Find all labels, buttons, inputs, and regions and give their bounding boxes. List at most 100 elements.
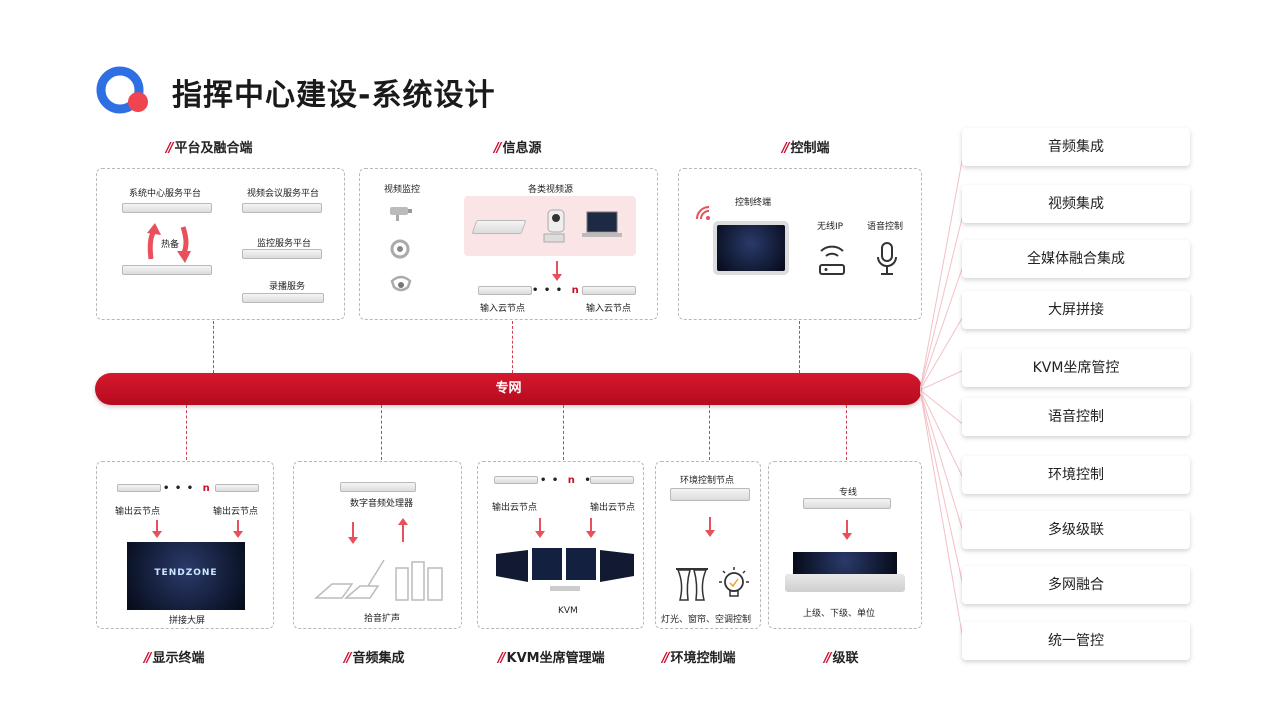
source-arrow-down	[552, 261, 562, 281]
feature-multi-level-cascade: 多级级联	[962, 511, 1190, 549]
input-node-left-label: 输入云节点	[480, 304, 526, 314]
server-device	[242, 203, 322, 213]
tiled-screen-caption: 拼接大屏	[169, 616, 206, 626]
output-node-device	[215, 484, 259, 492]
cctv-camera-icon	[390, 207, 412, 221]
dome-camera-icon	[390, 275, 412, 292]
display-box: • • • n • • • 输出云节点 输出云节点 TENDZONE 拼接大屏	[96, 461, 274, 629]
feature-all-media-integration: 全媒体融合集成	[962, 240, 1190, 278]
display-arrow-down	[233, 520, 243, 538]
audio-caption: 拾音扩声	[364, 614, 401, 624]
wifi-signal-icon	[696, 206, 710, 220]
video-sources-label: 各类视频源	[528, 185, 574, 195]
env-box: 环境控制节点 灯光、窗帘、空调控制	[655, 461, 761, 629]
dedicated-line-label: 专线	[839, 488, 858, 498]
voice-control-label: 语音控制	[867, 222, 904, 232]
section-label-kvm: //KVM坐席管理端	[498, 651, 605, 666]
platform-box: 系统中心服务平台 视频会议服务平台 热备 监控服务平台 录播服务	[96, 168, 345, 320]
video-monitor-label: 视频监控	[384, 185, 421, 195]
output-node-device	[117, 484, 161, 492]
control-terminal-label: 控制终端	[735, 198, 772, 208]
system-center-label: 系统中心服务平台	[129, 189, 202, 199]
env-arrow-down	[705, 517, 715, 537]
feature-video-wall: 大屏拼接	[962, 291, 1190, 329]
ptz-camera-icon	[543, 209, 565, 243]
server-device	[122, 203, 212, 213]
media-box-device	[471, 220, 527, 234]
display-arrow-down	[152, 520, 162, 538]
audio-processor-label: 数字音频处理器	[350, 499, 414, 509]
brand-logo-icon	[96, 66, 148, 114]
microphone-icon	[877, 242, 897, 275]
kvm-node-right-label: 输出云节点	[590, 503, 636, 513]
connector-line	[563, 405, 564, 460]
fan-connector	[920, 149, 964, 646]
env-node-label: 环境控制节点	[680, 476, 735, 486]
section-label-control: //控制端	[782, 141, 830, 156]
output-node-device	[494, 476, 538, 484]
router-icon	[819, 245, 845, 275]
input-node-device	[478, 286, 532, 295]
recorder-device	[242, 293, 324, 303]
kvm-console-icon	[496, 548, 634, 591]
connector-line	[213, 321, 214, 373]
input-node-device	[582, 286, 636, 295]
section-label-audio: //音频集成	[344, 651, 405, 666]
output-node-left-label: 输出云节点	[115, 507, 161, 517]
feature-multi-network: 多网融合	[962, 566, 1190, 604]
kvm-node-left-label: 输出云节点	[492, 503, 538, 513]
kvm-box: • • n • • 输出云节点 输出云节点 KVM	[477, 461, 644, 629]
light-bulb-icon	[719, 567, 749, 597]
feature-video-integration: 视频集成	[962, 185, 1190, 223]
connector-line	[799, 321, 800, 373]
connector-line	[846, 405, 847, 460]
feature-voice-control: 语音控制	[962, 398, 1190, 436]
input-node-right-label: 输入云节点	[586, 304, 632, 314]
recording-label: 录播服务	[269, 282, 306, 292]
video-sources-panel	[464, 196, 636, 256]
connector-line	[709, 405, 710, 460]
mic-speaker-icon	[314, 559, 443, 601]
page-title: 指挥中心建设-系统设计	[172, 78, 496, 113]
tiled-screen: TENDZONE	[127, 542, 245, 610]
control-box: 控制终端 无线IP 语音控制	[678, 168, 922, 320]
section-label-cascade: //级联	[824, 651, 859, 666]
laptop-icon	[582, 211, 622, 237]
hot-backup-label: 热备	[161, 240, 180, 250]
dedicated-line-device	[803, 498, 891, 509]
command-hall-desks	[785, 574, 905, 592]
connector-line	[512, 321, 513, 373]
video-conf-label: 视频会议服务平台	[247, 189, 320, 199]
env-node-device	[670, 488, 750, 501]
command-hall-screen	[793, 552, 897, 574]
curtain-icon	[676, 568, 708, 601]
server-device	[242, 249, 322, 259]
tablet-device	[713, 221, 789, 275]
audio-processor-device	[340, 482, 416, 492]
output-node-right-label: 输出云节点	[213, 507, 259, 517]
section-label-env: //环境控制端	[662, 651, 736, 666]
private-network-bar: 专网	[95, 373, 922, 405]
output-node-device	[590, 476, 634, 484]
hot-backup-arrows-icon	[147, 223, 191, 263]
connector-line	[381, 405, 382, 460]
env-caption: 灯光、窗帘、空调控制	[661, 615, 752, 625]
section-label-platform: //平台及融合端	[166, 141, 253, 156]
connector-line	[186, 405, 187, 460]
audio-arrow-up	[398, 518, 408, 542]
source-box: 视频监控 各类视频源 • • • n • • • 输入云节点 输入云节点	[359, 168, 658, 320]
kvm-caption: KVM	[558, 606, 578, 616]
webcam-icon	[390, 239, 410, 259]
feature-kvm-control: KVM坐席管控	[962, 349, 1190, 387]
cascade-arrow-down	[842, 520, 852, 540]
audio-arrow-down	[348, 522, 358, 544]
cascade-box: 专线 上级、下级、单位	[768, 461, 922, 629]
kvm-arrow-down	[586, 518, 596, 538]
feature-env-control: 环境控制	[962, 456, 1190, 494]
wireless-ip-label: 无线IP	[817, 222, 844, 232]
kvm-arrow-down	[535, 518, 545, 538]
section-label-display: //显示终端	[144, 651, 205, 666]
section-label-source: //信息源	[494, 141, 542, 156]
cascade-caption: 上级、下级、单位	[803, 609, 876, 619]
feature-unified-control: 统一管控	[962, 622, 1190, 660]
